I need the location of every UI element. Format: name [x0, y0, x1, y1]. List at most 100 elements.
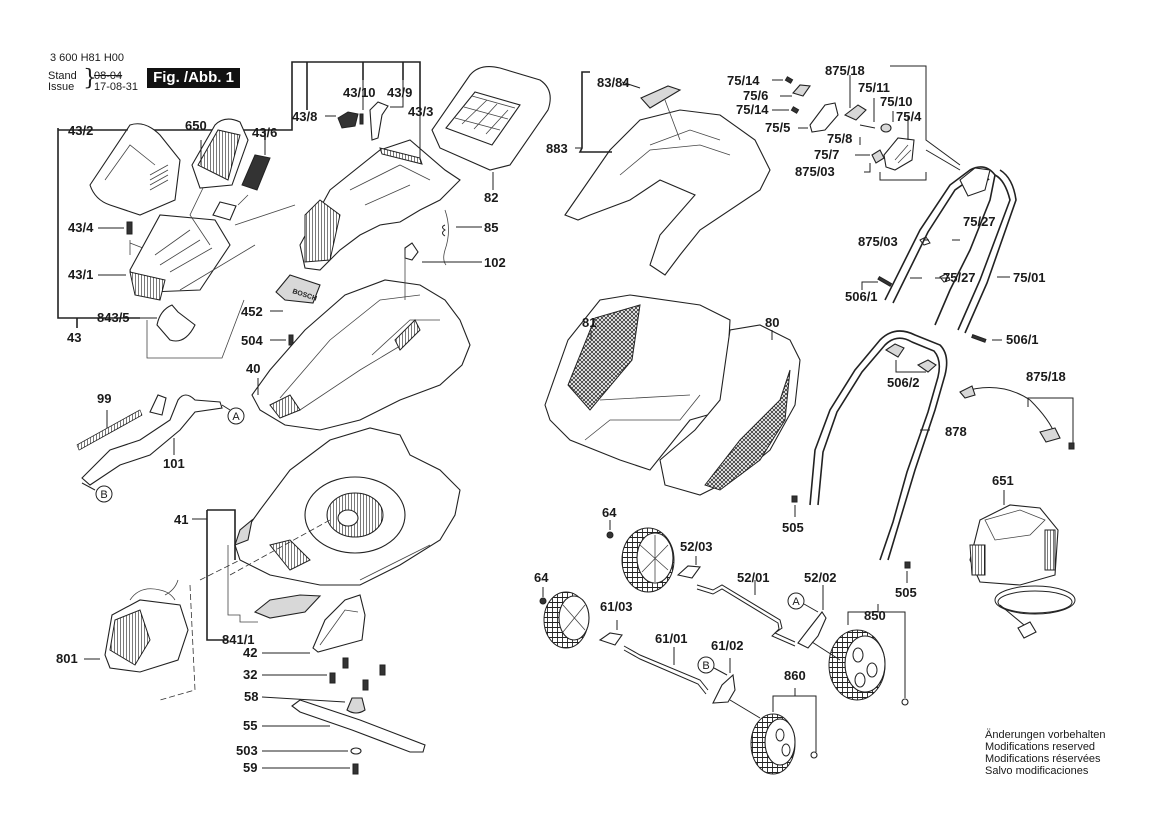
- part-75-14-screw-a: [784, 76, 794, 84]
- part-75-6: [792, 84, 811, 97]
- part-43-2-cover: [89, 123, 181, 216]
- part-651-charger: [969, 504, 1059, 586]
- callout-860: 860: [784, 668, 806, 683]
- callout-101: 101: [163, 456, 185, 471]
- callout-43-8: 43/8: [292, 109, 317, 124]
- part-43-3-housing: [299, 139, 461, 271]
- part-506-1-bolt-a: [877, 275, 893, 287]
- part-75-01-handle: [884, 166, 996, 326]
- part-43-10-pin: [359, 113, 364, 125]
- callout-42: 42: [243, 645, 257, 660]
- part-43-9-lever: [369, 101, 389, 141]
- callout-875-03-b: 875/03: [858, 234, 898, 249]
- part-43-8: [337, 111, 359, 129]
- deck-group: [84, 427, 461, 775]
- wheels-group: [539, 520, 909, 775]
- issue-label: Issue: [48, 81, 75, 93]
- callout-99: 99: [97, 391, 111, 406]
- callout-850: 850: [864, 608, 886, 623]
- callout-81: 81: [582, 315, 596, 330]
- callout-43-10: 43/10: [343, 85, 376, 100]
- callout-52-03: 52/03: [680, 539, 713, 554]
- part-506-2-knob-a: [884, 343, 905, 358]
- part-506-1-bolt-b: [971, 334, 987, 343]
- part-52-03: [676, 565, 702, 579]
- document-number: 3 600 H81 H00: [50, 52, 124, 64]
- callout-32: 32: [243, 667, 257, 682]
- callout-43: 43: [67, 330, 81, 345]
- stand-label: Stand: [48, 70, 77, 82]
- callout-41: 41: [174, 512, 188, 527]
- part-504-screw: [288, 334, 294, 346]
- modifications-notice: Änderungen vorbehalten Modifications res…: [985, 729, 1105, 777]
- callout-875-18-a: 875/18: [825, 63, 865, 78]
- lid-window: [445, 91, 521, 146]
- callout-80: 80: [765, 315, 779, 330]
- part-875-18-switch: [843, 104, 867, 121]
- callout-43-2: 43/2: [68, 123, 93, 138]
- callout-506-1-a: 506/1: [845, 289, 878, 304]
- part-843-5: [156, 304, 196, 342]
- callout-875-18-b: 875/18: [1026, 369, 1066, 384]
- callout-875-03-a: 875/03: [795, 164, 835, 179]
- callout-61-02: 61/02: [711, 638, 744, 653]
- callout-75-7: 75/7: [814, 147, 839, 162]
- callout-43-3: 43/3: [408, 104, 433, 119]
- connector-a-upper: A: [227, 407, 245, 425]
- part-58-adapter: [346, 697, 366, 714]
- callout-43-4: 43/4: [68, 220, 94, 235]
- callout-75-8: 75/8: [827, 131, 852, 146]
- callout-102: 102: [484, 255, 506, 270]
- part-75-7: [871, 149, 885, 164]
- callout-52-01: 52/01: [737, 570, 770, 585]
- notice-line-en: Modifications reserved: [985, 741, 1096, 753]
- callout-505-b: 505: [895, 585, 917, 600]
- part-61-03: [598, 632, 623, 646]
- part-503-washer: [350, 747, 362, 755]
- callout-52-02: 52/02: [804, 570, 837, 585]
- part-875-18-plug-b: [1039, 427, 1061, 443]
- part-452-badge: [275, 274, 321, 304]
- callout-43-1: 43/1: [68, 267, 93, 282]
- part-43-4-screw: [126, 221, 133, 235]
- handle-switch-group: [772, 65, 1075, 583]
- callout-75-4: 75/4: [896, 109, 922, 124]
- callout-82: 82: [484, 190, 498, 205]
- part-52-02-bracket: [797, 611, 827, 649]
- part-506-2-knob-b: [916, 359, 937, 373]
- part-75-14-screw-b: [790, 106, 800, 114]
- part-883-lid: [564, 109, 771, 276]
- callout-labels: 43/2 650 43/6 43/4 43/1 843/5 43 43/8 43…: [56, 63, 1066, 775]
- callout-58: 58: [244, 689, 258, 704]
- callout-64-a: 64: [602, 505, 617, 520]
- callout-83-84: 83/84: [597, 75, 630, 90]
- callout-43-9: 43/9: [387, 85, 412, 100]
- part-75-4-cover: [883, 137, 915, 171]
- height-lever-group: [76, 394, 231, 491]
- part-83-84-handle: [640, 85, 682, 109]
- callout-883: 883: [546, 141, 568, 156]
- part-59-bolt: [352, 763, 359, 775]
- battery-compartment-group: [57, 61, 421, 359]
- part-875-18-plug-a: [959, 385, 976, 399]
- stand-date: 08-04: [94, 70, 123, 82]
- callout-75-01: 75/01: [1013, 270, 1046, 285]
- part-42-cover: [312, 594, 366, 653]
- connector-a-lower-text: A: [792, 596, 800, 608]
- callout-75-11: 75/11: [858, 80, 890, 95]
- callout-59: 59: [243, 760, 257, 775]
- catcher-lid-group: [564, 71, 771, 276]
- connector-a-upper-text: A: [232, 411, 240, 423]
- callout-878: 878: [945, 424, 967, 439]
- part-square-block: [212, 201, 237, 221]
- bracket-43: [57, 128, 140, 319]
- issue-date: 17-08-31: [94, 81, 139, 93]
- callout-75-10: 75/10: [880, 94, 913, 109]
- callout-651: 651: [992, 473, 1014, 488]
- callout-452: 452: [241, 304, 263, 319]
- callout-506-2: 506/2: [887, 375, 920, 390]
- part-841-1-deflector-b: [253, 594, 322, 619]
- part-878-lower-handle: [809, 330, 948, 561]
- figure-badge: Fig. /Abb. 1: [147, 68, 240, 88]
